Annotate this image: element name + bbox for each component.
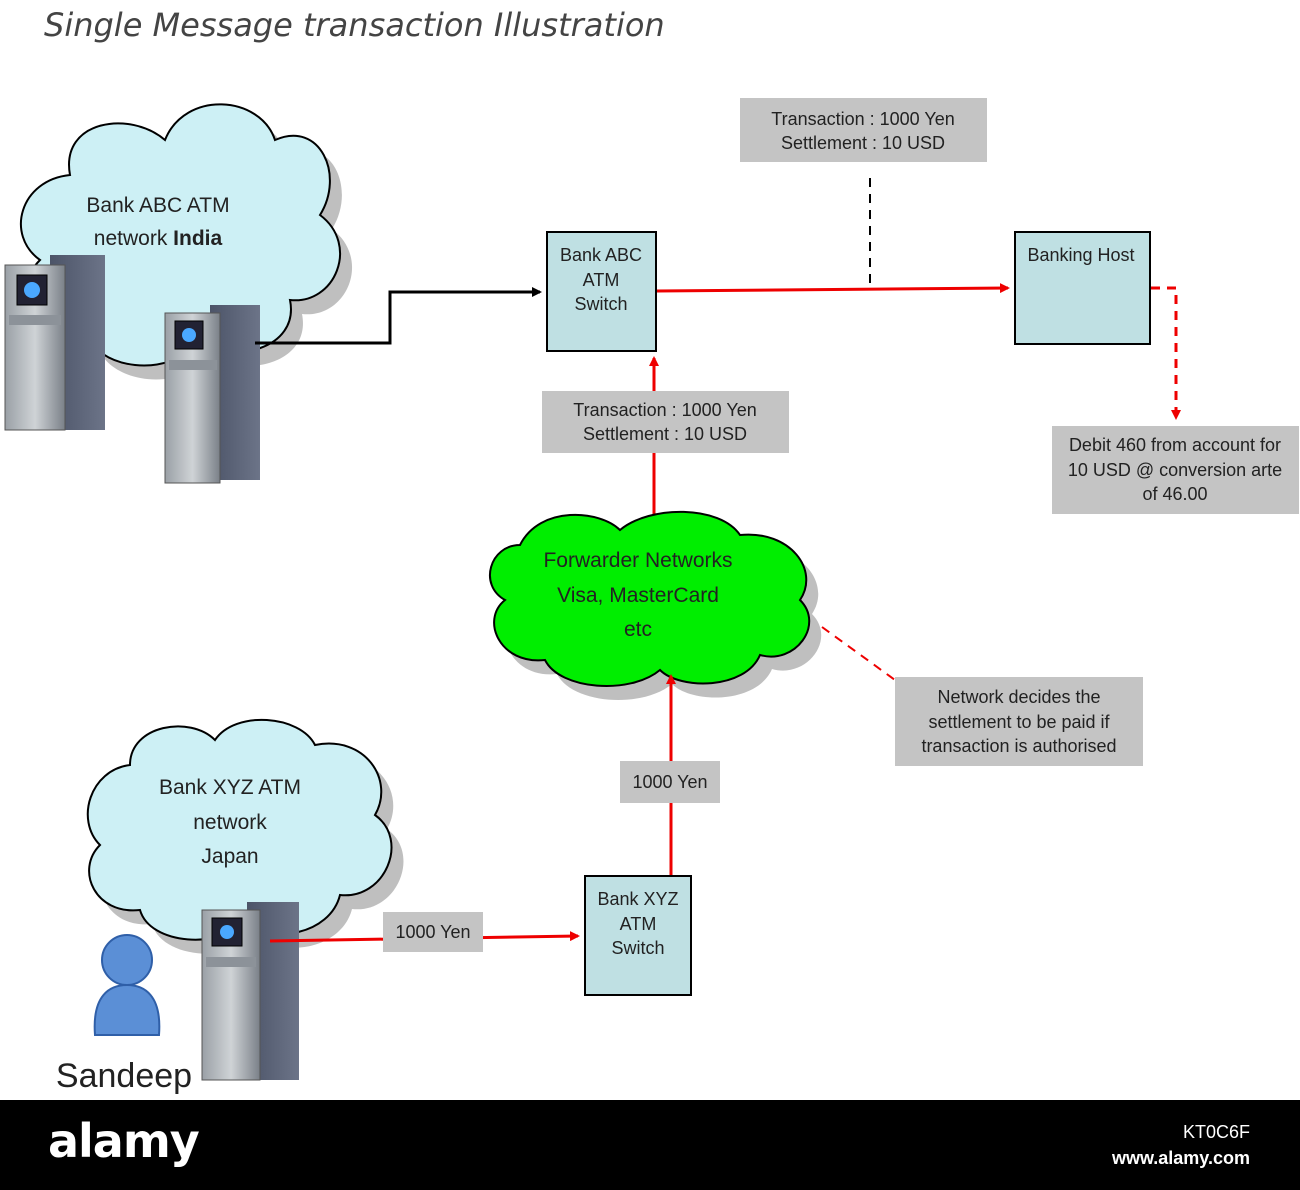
diagram-title: Single Message transaction Illustration	[44, 6, 665, 44]
banking-host-label: Banking Host	[1027, 245, 1134, 265]
transaction-diagram: Single Message transaction Illustration …	[4, 6, 1299, 1095]
abc-network-label-1: Bank ABC ATM	[86, 194, 229, 217]
abc-network-cloud: Bank ABC ATM network India	[19, 103, 353, 380]
yen-up-text: 1000 Yen	[632, 772, 707, 792]
atm-machine-icon	[164, 305, 260, 484]
footer-image-code: KT0C6F	[1182, 1122, 1250, 1142]
network-decides-line-3: transaction is authorised	[921, 736, 1116, 756]
mid-tx-line-2: Settlement : 10 USD	[583, 424, 747, 444]
forwarder-label-2: Visa, MasterCard	[557, 584, 719, 607]
mid-transaction-label: Transaction : 1000 Yen Settlement : 10 U…	[542, 391, 789, 453]
abc-switch-label-1: Bank ABC	[560, 245, 642, 265]
footer-logo: alamy	[48, 1114, 200, 1168]
arrow-host-to-debit	[1151, 286, 1181, 420]
forwarder-label-3: etc	[624, 618, 652, 641]
person-icon	[93, 934, 161, 1036]
yen-label-right: 1000 Yen	[383, 912, 483, 952]
arrow-atm-to-abc-switch	[255, 287, 542, 345]
xyz-switch-label-2: ATM	[620, 914, 657, 934]
top-tx-line-2: Settlement : 10 USD	[781, 133, 945, 153]
xyz-switch-label-1: Bank XYZ	[597, 889, 678, 909]
debit-line-3: of 46.00	[1142, 484, 1207, 504]
banking-host-box: Banking Host	[1014, 231, 1151, 345]
xyz-network-cloud: Bank XYZ ATM network Japan	[86, 719, 404, 954]
atm-machine-icon	[4, 255, 105, 431]
footer-bar: alamy KT0C6F www.alamy.com	[0, 1100, 1300, 1190]
network-decides-line-1: Network decides the	[937, 687, 1100, 707]
forwarder-network-cloud: Forwarder Networks Visa, MasterCard etc	[489, 510, 822, 701]
xyz-network-label-2: network	[193, 811, 267, 834]
top-tx-line-1: Transaction : 1000 Yen	[771, 109, 954, 129]
xyz-network-label-3: Japan	[201, 845, 258, 868]
debit-note: Debit 460 from account for 10 USD @ conv…	[1052, 426, 1299, 514]
forwarder-label-1: Forwarder Networks	[543, 549, 732, 572]
top-transaction-label: Transaction : 1000 Yen Settlement : 10 U…	[740, 98, 987, 162]
abc-switch-label-2: ATM	[583, 270, 620, 290]
network-decides-note: Network decides the settlement to be pai…	[895, 677, 1143, 766]
xyz-atm-switch-box: Bank XYZ ATM Switch	[584, 875, 692, 996]
user-name-label: Sandeep	[56, 1057, 192, 1095]
yen-label-up: 1000 Yen	[620, 761, 720, 803]
xyz-network-label-1: Bank XYZ ATM	[159, 776, 301, 799]
footer-url: www.alamy.com	[1111, 1148, 1250, 1168]
forwarder-note-connector	[821, 626, 896, 681]
abc-switch-label-3: Switch	[574, 294, 627, 314]
debit-line-2: 10 USD @ conversion arte	[1068, 460, 1282, 480]
debit-line-1: Debit 460 from account for	[1069, 435, 1281, 455]
atm-machine-icon	[201, 902, 299, 1081]
abc-atm-switch-box: Bank ABC ATM Switch	[546, 231, 657, 352]
arrow-switch-to-host	[656, 283, 1010, 294]
abc-network-label-2: network India	[94, 227, 223, 250]
mid-tx-line-1: Transaction : 1000 Yen	[573, 400, 756, 420]
network-decides-line-2: settlement to be paid if	[928, 712, 1110, 732]
xyz-switch-label-3: Switch	[611, 938, 664, 958]
yen-right-text: 1000 Yen	[395, 922, 470, 942]
